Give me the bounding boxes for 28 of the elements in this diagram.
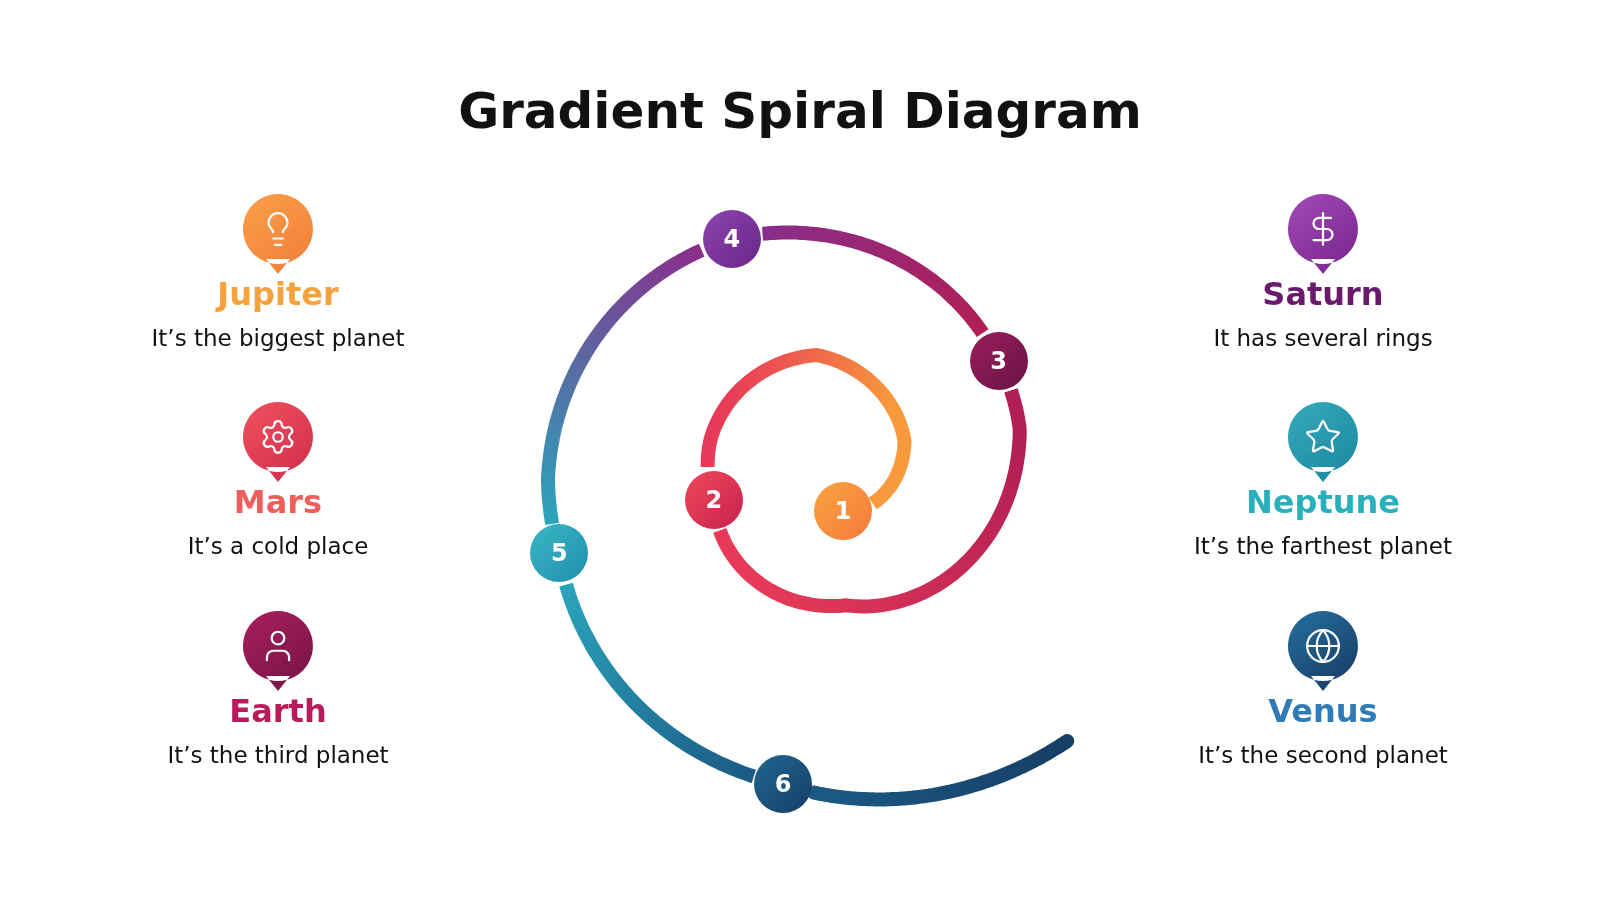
step-number: 3 [990,346,1007,375]
item-description: It’s the third planet [167,742,389,768]
item-description: It’s the farthest planet [1194,533,1452,559]
step-number: 5 [550,539,568,568]
item-description: It’s the biggest planet [151,325,405,351]
step-circle [702,209,761,268]
item-title: Venus [1268,692,1378,730]
title: Gradient Spiral Diagram [457,82,1143,140]
step-number: 1 [834,497,852,526]
item-description: It has several rings [1213,325,1433,351]
spiral-segment [807,734,1075,807]
step-circle [814,482,873,541]
spiral-segment [559,580,758,784]
step-circle [969,331,1028,390]
step-circle [754,755,812,814]
item-title: Saturn [1262,275,1384,313]
item-title: Neptune [1246,483,1400,521]
spiral-segment [541,243,706,528]
spiral-segment [700,348,912,510]
step-number: 4 [723,224,741,253]
step-number: 6 [774,770,792,799]
item-description: It’s a cold place [187,533,369,559]
spiral-segment [713,388,1027,614]
item-title: Jupiter [217,275,339,313]
item-description: It’s the second planet [1198,742,1448,768]
item-title: Earth [229,692,327,730]
item-title: Mars [233,483,323,521]
step-number: 2 [705,485,723,514]
